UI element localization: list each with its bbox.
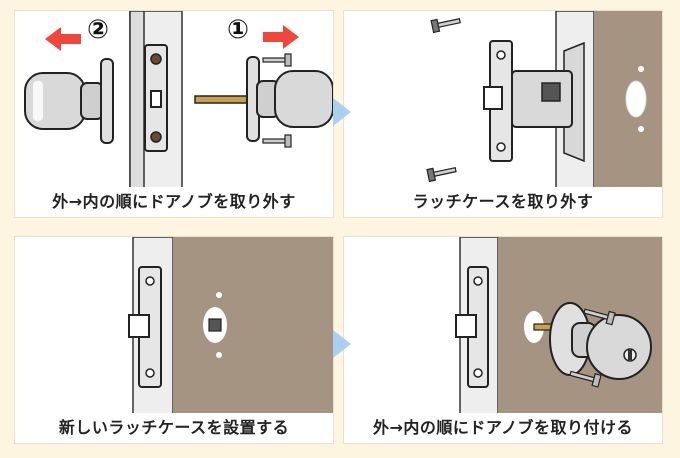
- next-step-arrow-icon: [333, 330, 351, 358]
- spindle: [194, 95, 248, 104]
- step-number-badge: ②: [87, 15, 110, 45]
- latch-plate-icon: [455, 266, 489, 388]
- screw-hole: [638, 66, 644, 72]
- red-arrow-icon: [45, 27, 81, 51]
- screw-icon: [262, 53, 292, 67]
- screw-hole: [216, 292, 222, 298]
- step-caption: ラッチケースを取り外す: [344, 187, 662, 217]
- step-1-panel: ② ① 外→内の順にドアノブを取り外す: [14, 10, 334, 218]
- latch-case-icon: [483, 40, 573, 162]
- red-arrow-icon: [263, 25, 299, 49]
- screw-icon: [583, 308, 616, 326]
- step-3-panel: 新しいラッチケースを設置する: [14, 236, 334, 444]
- step-4-illustration: [455, 237, 662, 416]
- step-3-illustration: [128, 237, 333, 416]
- screw-icon: [569, 370, 602, 388]
- step-2-panel: ラッチケースを取り外す: [343, 10, 663, 218]
- door-knob-icon: [549, 302, 652, 380]
- latch-plate-icon: [144, 44, 168, 152]
- latch-square-hole: [208, 318, 222, 332]
- screw-icon: [430, 18, 461, 34]
- step-2-illustration: [426, 11, 662, 190]
- screw-hole: [216, 352, 222, 358]
- step-1-illustration: [24, 11, 333, 190]
- step-4-panel: 外→内の順にドアノブを取り付ける: [343, 236, 663, 444]
- knob-hole: [625, 80, 647, 118]
- latch-plate-icon: [128, 266, 162, 388]
- step-number-badge: ①: [227, 15, 250, 45]
- screw-hole: [638, 126, 644, 132]
- screw-icon: [426, 167, 457, 183]
- screw-icon: [262, 134, 292, 148]
- door-knob-icon: [246, 56, 333, 142]
- step-caption: 外→内の順にドアノブを取り外す: [15, 187, 333, 217]
- door-edge-side: [129, 11, 145, 190]
- door-face: [173, 237, 333, 415]
- door-knob-icon: [24, 58, 114, 144]
- step-caption: 新しいラッチケースを設置する: [15, 413, 333, 443]
- next-step-arrow-icon: [333, 98, 351, 126]
- step-caption: 外→内の順にドアノブを取り付ける: [344, 413, 662, 443]
